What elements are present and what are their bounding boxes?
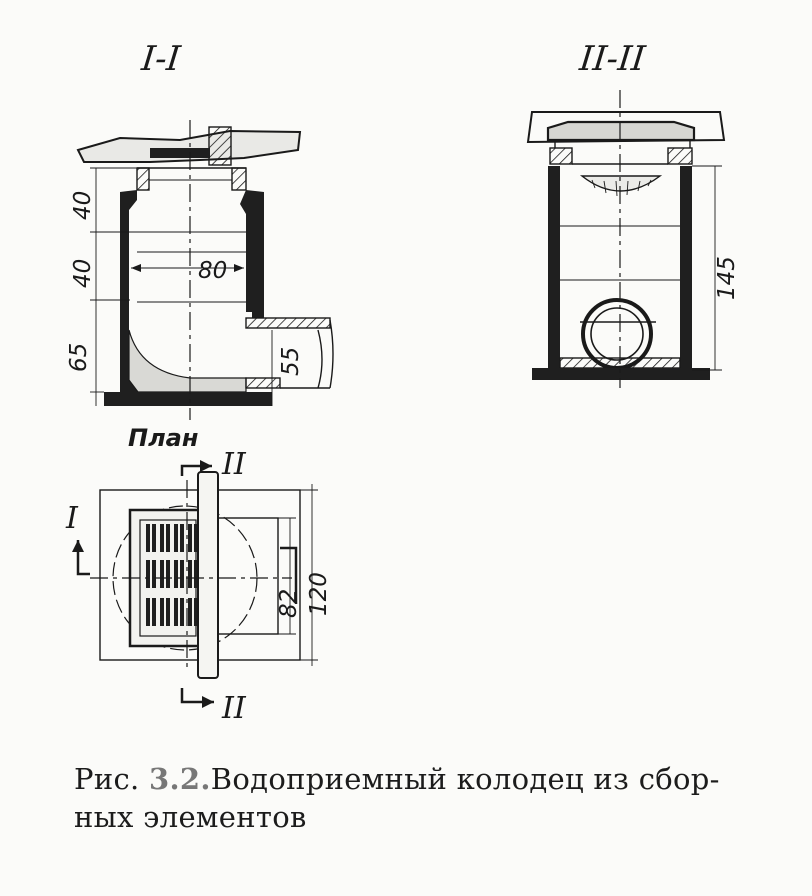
grate-slot (146, 560, 150, 588)
plan-curb (197, 471, 219, 679)
dim-diameter-label: 80 (198, 258, 227, 284)
grate-slot (188, 560, 192, 588)
caption-number: 3.2. (149, 762, 211, 796)
dimension-height: 145 (692, 165, 740, 371)
grate-slot (194, 598, 198, 626)
section-2-title: II-II (577, 39, 649, 79)
outlet-pipe (245, 317, 334, 389)
dimension-chain-left: 40 40 65 (66, 167, 137, 406)
grate-slot (180, 524, 184, 552)
road-slab (76, 129, 302, 163)
grate-slot (174, 560, 178, 588)
grate-slot (166, 560, 170, 588)
plan-dim-outer-label: 120 (306, 572, 332, 616)
dim-height-label: 145 (714, 256, 740, 300)
section-1-title: I-I (139, 39, 184, 79)
well-base-2 (532, 368, 710, 380)
grate-slot (194, 560, 198, 588)
plan-title: План (128, 424, 198, 452)
svg-text:II: II (221, 691, 247, 726)
grate-slot (160, 524, 164, 552)
curb-stone (208, 126, 232, 166)
dimension-pipe: 55 (271, 330, 304, 406)
section-2-drawing: II-II (526, 39, 740, 388)
grate-slot (160, 598, 164, 626)
dim-pipe-label: 55 (278, 347, 304, 376)
section-mark-2-bottom: II (180, 688, 247, 726)
plan-pipe-arrow (280, 546, 298, 604)
well-wall-left (120, 190, 138, 392)
well-wall-2-right (680, 166, 692, 368)
grate-slot (152, 524, 156, 552)
grate-slot (188, 524, 192, 552)
neck-ring-left (136, 167, 150, 191)
grate-slot (146, 598, 150, 626)
grate-slot (166, 598, 170, 626)
grate-half-circle (579, 175, 663, 197)
figure-caption: Рис. 3.2.Водоприемный колодец из сбор- н… (74, 760, 774, 836)
grate-cap (546, 120, 696, 142)
svg-text:II: II (221, 447, 247, 482)
well-wall-right (240, 190, 264, 318)
road-slab-2 (526, 111, 726, 144)
grate-slot (174, 598, 178, 626)
caption-prefix: Рис. (74, 762, 140, 796)
caption-text-line2: ных элементов (74, 800, 307, 834)
dim-top-label: 40 (70, 191, 96, 220)
grate-slot (194, 524, 198, 552)
grate-slot (166, 524, 170, 552)
well-base (104, 392, 272, 406)
neck-ring-2-left (549, 147, 573, 165)
grate-slot (146, 524, 150, 552)
grate-slot (180, 598, 184, 626)
section-mark-1: I (65, 501, 90, 576)
dim-middle-label: 40 (70, 259, 96, 288)
section-1-drawing: I-I (66, 39, 334, 420)
plan-drawing: План II II I (65, 424, 332, 726)
grate-frame (150, 148, 210, 158)
section-mark-2-top: II (180, 447, 247, 482)
well-tray (128, 329, 247, 393)
dimension-diameter: 80 (131, 258, 244, 284)
plan-grate (128, 508, 206, 648)
grate-slot (180, 560, 184, 588)
well-wall-2-left (548, 166, 560, 368)
grate-slot (152, 598, 156, 626)
neck-ring-2-right (667, 147, 693, 165)
dim-bottom-label: 65 (66, 343, 92, 372)
svg-text:I: I (65, 501, 79, 536)
plan-dim-inner-label: 82 (276, 589, 302, 618)
caption-text: Водоприемный колодец из сбор- (210, 762, 720, 796)
grate-slot (188, 598, 192, 626)
grate-slot (152, 560, 156, 588)
grate-slot (174, 524, 178, 552)
grate-slot (160, 560, 164, 588)
plan-dimensions: 82 120 (276, 484, 332, 666)
neck-ring-right (231, 167, 247, 191)
